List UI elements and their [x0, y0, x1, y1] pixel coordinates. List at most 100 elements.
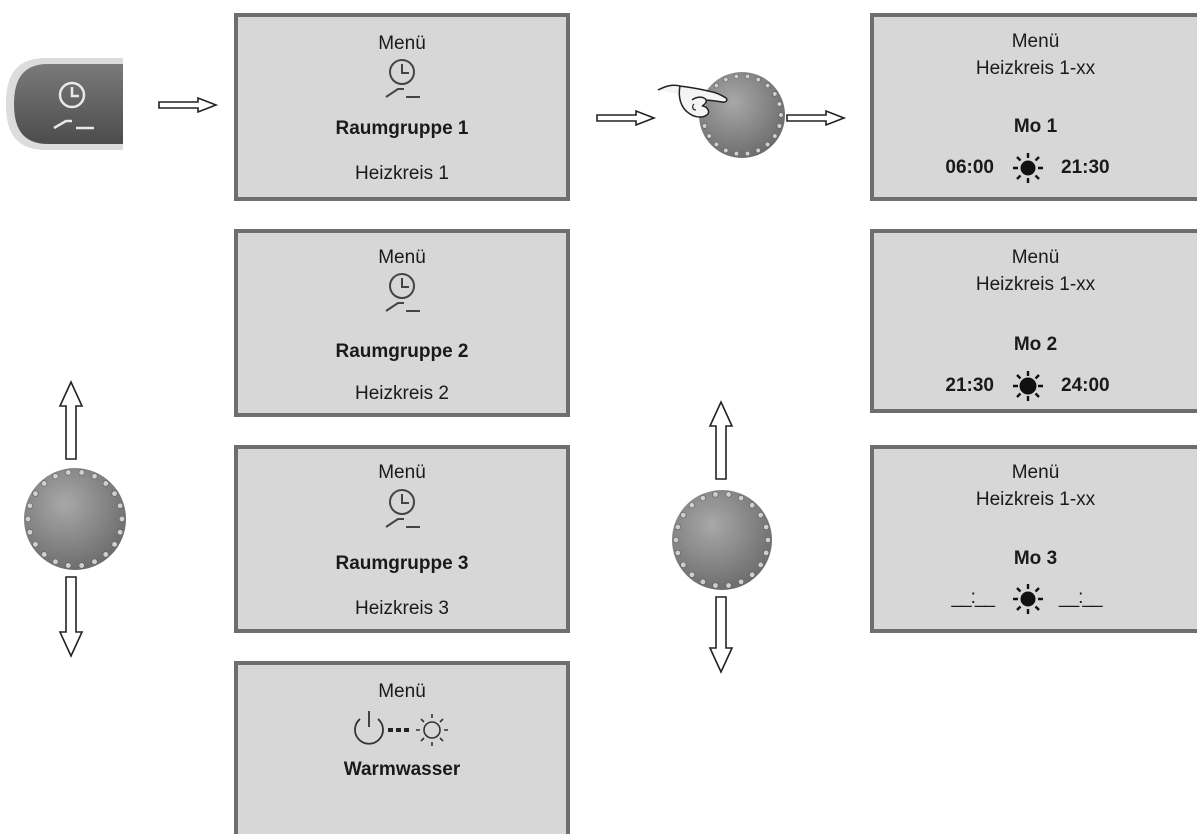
knob-stud	[52, 473, 59, 480]
knob-stud	[772, 91, 778, 97]
knob-stud	[102, 480, 109, 487]
knob-stud	[772, 133, 778, 139]
knob-stud	[680, 561, 687, 568]
knob-stud	[111, 541, 118, 548]
menu-label: Menü	[1011, 462, 1060, 483]
knob-stud	[699, 495, 706, 502]
knob-stud	[41, 480, 48, 487]
start-time: 06:00	[945, 157, 994, 178]
half-sun-icon	[1013, 371, 1043, 401]
rotary-knob-icon[interactable]	[670, 488, 774, 592]
knob-stud	[776, 101, 783, 107]
hot-water-title: Warmwasser	[343, 759, 461, 780]
knob-stud	[65, 469, 72, 476]
knob-stud	[755, 76, 761, 83]
knob-stud	[776, 123, 783, 129]
down-arrow-icon	[58, 576, 84, 658]
knob-stud	[738, 578, 745, 585]
knob-stud	[117, 529, 124, 536]
knob-stud	[672, 536, 680, 544]
up-arrow-icon	[58, 380, 84, 460]
knob-disc	[699, 72, 785, 158]
knob-stud	[24, 515, 32, 523]
up-arrow-icon	[708, 400, 734, 480]
power-dots-sun-icon	[354, 711, 448, 746]
knob-disc	[24, 468, 126, 570]
knob-stud	[763, 549, 770, 556]
down-arrow-icon	[708, 596, 734, 674]
rotary-knob-icon[interactable]	[697, 70, 787, 160]
clock-timer-icon	[385, 273, 420, 312]
knob-stud	[733, 73, 740, 80]
knob-stud	[725, 491, 732, 498]
knob-stud	[701, 123, 708, 129]
rotary-knob-icon[interactable]	[22, 466, 128, 572]
half-sun-icon	[1013, 584, 1043, 614]
knob-stud	[118, 515, 126, 523]
knob-stud	[712, 582, 719, 589]
knob-stud	[680, 512, 687, 519]
program-screen-mo-1: Menü Heizkreis 1-xx Mo 1 06:00 21:30	[870, 13, 1197, 201]
knob-disc	[672, 490, 772, 590]
knob-stud	[117, 502, 124, 509]
knob-stud	[78, 562, 85, 569]
clock-timer-icon	[385, 489, 420, 528]
knob-stud	[32, 541, 39, 548]
knob-stud	[52, 558, 59, 565]
knob-stud	[78, 469, 85, 476]
knob-stud	[91, 558, 98, 565]
menu-label: Menü	[378, 462, 426, 483]
menu-label: Menü	[378, 33, 426, 54]
right-arrow-icon	[596, 109, 657, 127]
right-arrow-icon	[786, 109, 847, 127]
knob-stud	[723, 147, 729, 154]
knob-stud	[688, 502, 695, 509]
knob-stud	[725, 582, 732, 589]
knob-stud	[674, 549, 681, 556]
knob-stud	[32, 490, 39, 497]
heating-circuit-label: Heizkreis 3	[355, 598, 449, 619]
day-slot-label: Mo 1	[1013, 116, 1058, 137]
program-screen-mo-2: Menü Heizkreis 1-xx Mo 2 21:30 24:00	[870, 229, 1197, 413]
menu-label: Menü	[378, 681, 426, 702]
knob-stud	[712, 491, 719, 498]
menu-label: Menü	[1011, 247, 1060, 268]
heating-circuit-range: Heizkreis 1-xx	[975, 489, 1096, 510]
knob-stud	[688, 571, 695, 578]
end-time: 24:00	[1061, 375, 1110, 396]
knob-stud	[26, 502, 33, 509]
menu-screen-raumgruppe-1: Menü Raumgruppe 1 Heizkreis 1	[234, 13, 570, 201]
knob-stud	[755, 147, 761, 154]
day-slot-label: Mo 2	[1013, 334, 1058, 355]
start-time: 21:30	[945, 375, 994, 396]
menu-label: Menü	[378, 247, 426, 268]
knob-stud	[763, 524, 770, 531]
knob-stud	[764, 82, 771, 89]
program-screen-mo-3: Menü Heizkreis 1-xx Mo 3 __:__ __:__	[870, 445, 1197, 633]
end-time: __:__	[1059, 587, 1103, 608]
knob-stud	[706, 133, 712, 139]
menu-screen-raumgruppe-3: Menü Raumgruppe 3 Heizkreis 3	[234, 445, 570, 633]
room-group-title: Raumgruppe 1	[335, 118, 469, 139]
knob-stud	[744, 150, 751, 157]
knob-stud	[764, 536, 772, 544]
knob-stud	[102, 551, 109, 558]
sun-icon	[1013, 153, 1043, 183]
knob-stud	[749, 571, 756, 578]
knob-stud	[713, 141, 720, 148]
knob-stud	[778, 112, 784, 118]
heating-circuit-label: Heizkreis 1	[355, 163, 449, 184]
knob-stud	[733, 150, 740, 157]
knob-stud	[757, 512, 764, 519]
heating-circuit-range: Heizkreis 1-xx	[975, 274, 1096, 295]
day-slot-label: Mo 3	[1013, 548, 1058, 569]
menu-screen-raumgruppe-2: Menü Raumgruppe 2 Heizkreis 2	[234, 229, 570, 417]
knob-stud	[674, 524, 681, 531]
menu-screen-warmwasser: Menü Warmwasser	[234, 661, 570, 834]
heating-circuit-range: Heizkreis 1-xx	[975, 58, 1096, 79]
right-arrow-icon	[158, 96, 219, 114]
heating-circuit-label: Heizkreis 2	[355, 383, 449, 404]
clock-timer-icon	[385, 59, 420, 98]
room-group-title: Raumgruppe 2	[335, 341, 469, 362]
timer-button[interactable]	[6, 58, 123, 150]
